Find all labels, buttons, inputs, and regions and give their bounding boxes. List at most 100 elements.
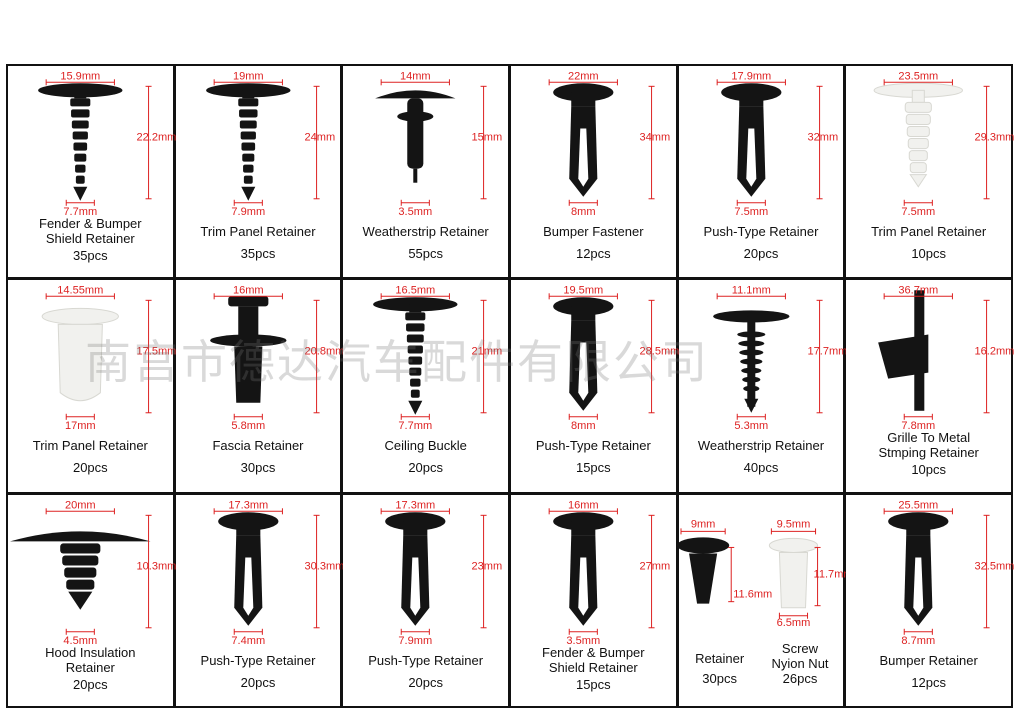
fastener-image <box>38 83 123 201</box>
dimension-label: 16mm <box>568 499 599 511</box>
product-name: Screw Nyion Nut <box>771 640 829 671</box>
product-name: Trim Panel Retainer <box>32 438 148 454</box>
dimension-label: 16.5mm <box>396 285 436 297</box>
product-illustration: 25.5mm 32.5mm 8.7mm <box>883 499 1015 646</box>
product-count: 15pcs <box>575 460 611 476</box>
product-name: Hood Insulation Retainer <box>45 644 136 675</box>
dimension-label: 28.5mm <box>640 346 680 358</box>
fastener-image <box>712 310 790 414</box>
dimension-label: 29.3mm <box>975 132 1015 144</box>
dimension-label: 36.7mm <box>899 285 939 297</box>
dimension-label: 14.55mm <box>57 285 103 297</box>
dimension-label: 23mm <box>472 560 503 572</box>
dimension-label: 9mm <box>690 518 715 530</box>
fastener-image <box>385 511 446 626</box>
product-count: 30pcs <box>702 670 737 686</box>
product-count: 12pcs <box>911 674 947 690</box>
dimension-label: 16.2mm <box>975 346 1015 358</box>
dimension-label: 17.3mm <box>228 499 268 511</box>
dimension-label: 7.5mm <box>734 206 768 218</box>
dimension-label: 17.7mm <box>807 346 847 358</box>
product-count: 15pcs <box>575 676 611 692</box>
product-count: 12pcs <box>575 246 611 261</box>
fastener-image <box>878 290 929 412</box>
product-count: 20pcs <box>743 246 779 261</box>
product-count: 35pcs <box>240 246 276 261</box>
dimension-label: 8mm <box>571 420 596 432</box>
dimension-label: 15mm <box>472 132 503 144</box>
dimension-label: 32.5mm <box>975 560 1015 572</box>
product-name: Push-Type Retainer <box>703 224 819 239</box>
dimension-label: 11.1mm <box>731 285 770 297</box>
fastener-image <box>553 297 614 412</box>
dimension-label: 30.3mm <box>304 560 344 572</box>
product-name: Trim Panel Retainer <box>200 224 316 239</box>
product-count: 20pcs <box>240 674 276 690</box>
dimension-label: 14mm <box>400 70 431 82</box>
dimension-label: 7.4mm <box>231 634 265 646</box>
dimension-label: 7.9mm <box>399 634 433 646</box>
dimension-label: 7.5mm <box>902 206 936 218</box>
fastener-image <box>373 297 458 416</box>
product-name: Weatherstrip Retainer <box>697 438 825 454</box>
product-illustration: 23.5mm 29.3mm 7.5mm <box>873 70 1015 218</box>
dimension-label: 7.9mm <box>231 206 265 218</box>
fastener-image <box>873 82 964 188</box>
fastener-image <box>10 531 151 610</box>
dimension-label: 17.9mm <box>731 70 771 82</box>
dimension-label: 23.5mm <box>899 70 939 82</box>
product-name: Trim Panel Retainer <box>871 224 987 239</box>
dimension-label: 22mm <box>568 70 599 82</box>
dimension-label: 11.7mm <box>813 568 852 580</box>
dimension-label: 27mm <box>640 560 671 572</box>
fastener-image <box>676 537 818 608</box>
product-name: Push-Type Retainer <box>368 652 484 668</box>
dimension-label: 20.8mm <box>304 346 344 358</box>
product-count: 20pcs <box>408 460 444 476</box>
product-name: Ceiling Buckle <box>384 438 467 454</box>
fastener-image <box>217 511 279 626</box>
product-count: 20pcs <box>408 674 444 690</box>
product-count: 10pcs <box>911 462 947 478</box>
product-count: 20pcs <box>72 460 108 476</box>
product-count: 35pcs <box>72 248 108 263</box>
dimension-label: 22.2mm <box>137 132 177 144</box>
dimension-label: 17.5mm <box>137 346 177 358</box>
dimension-label: 8.7mm <box>902 634 936 646</box>
product-count: 10pcs <box>911 246 947 261</box>
product-name: Fender & Bumper Shield Retainer <box>39 216 142 246</box>
dimension-label: 7.7mm <box>63 206 97 218</box>
fastener-image <box>720 83 782 197</box>
product-count: 30pcs <box>240 460 276 476</box>
product-illustration: 17.3mm 30.3mm 7.4mm <box>213 499 344 646</box>
product-name: Weatherstrip Retainer <box>362 224 489 239</box>
dimension-label: 24mm <box>304 132 335 144</box>
product-name: Bumper Fastener <box>543 224 644 239</box>
dimension-label: 25.5mm <box>899 499 939 511</box>
product-name: Push-Type Retainer <box>200 652 316 668</box>
product-name: Grille To Metal Stmping Retainer <box>878 430 979 461</box>
